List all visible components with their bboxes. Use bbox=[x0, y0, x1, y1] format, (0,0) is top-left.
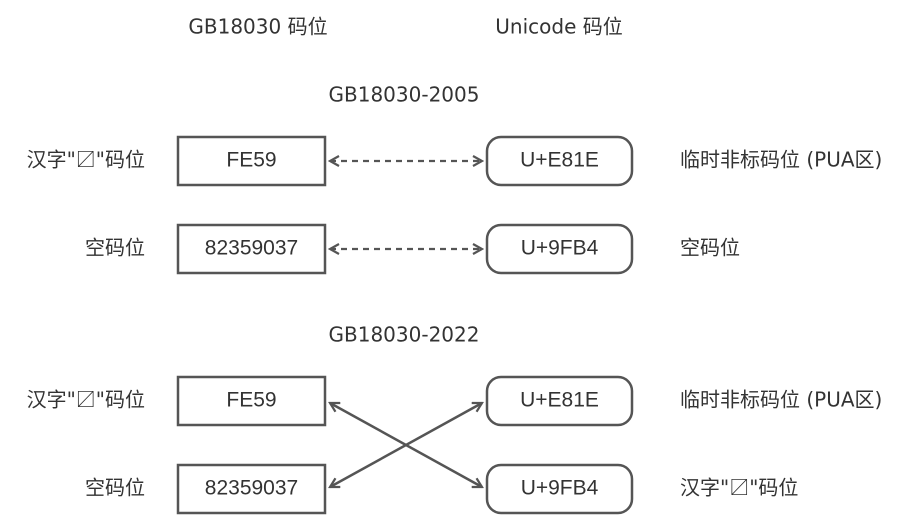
gb-code-text: FE59 bbox=[226, 149, 276, 172]
row-left-label: 空码位 bbox=[85, 236, 145, 260]
unicode-box bbox=[485, 223, 634, 275]
section-title-2005: GB18030-2005 bbox=[329, 83, 480, 107]
unicode-text: U+9FB4 bbox=[521, 477, 599, 500]
row-left-label: 汉字"〼"码位 bbox=[27, 148, 145, 172]
unicode-text: U+9FB4 bbox=[521, 237, 599, 260]
unicode-box bbox=[485, 135, 634, 187]
row-left-label: 空码位 bbox=[85, 476, 145, 500]
unicode-column-header: Unicode 码位 bbox=[495, 15, 622, 39]
gb-column-header: GB18030 码位 bbox=[188, 15, 327, 39]
row-right-label-char: 汉字"〼"码位 bbox=[680, 476, 798, 500]
row-right-label-empty: 空码位 bbox=[680, 236, 740, 260]
gb-code-text: 82359037 bbox=[205, 477, 298, 500]
gb-code-box bbox=[176, 463, 327, 515]
gb-code-box bbox=[176, 375, 327, 427]
gb-code-text: FE59 bbox=[226, 389, 276, 412]
section-title-2022: GB18030-2022 bbox=[329, 323, 480, 347]
row-right-label: 临时非标码位 (PUA区) bbox=[680, 388, 882, 412]
row-left-label: 汉字"〼"码位 bbox=[27, 388, 145, 412]
row-right-label: 临时非标码位 (PUA区) bbox=[680, 148, 882, 172]
cross-arrow-82359037-to-ue81e bbox=[330, 403, 482, 487]
unicode-box bbox=[485, 463, 634, 515]
gb-code-box bbox=[176, 223, 327, 275]
gb-code-box bbox=[176, 135, 327, 187]
unicode-text: U+E81E bbox=[520, 389, 599, 412]
gb-code-text: 82359037 bbox=[205, 237, 298, 260]
unicode-box bbox=[485, 375, 634, 427]
unicode-text: U+E81E bbox=[520, 149, 599, 172]
